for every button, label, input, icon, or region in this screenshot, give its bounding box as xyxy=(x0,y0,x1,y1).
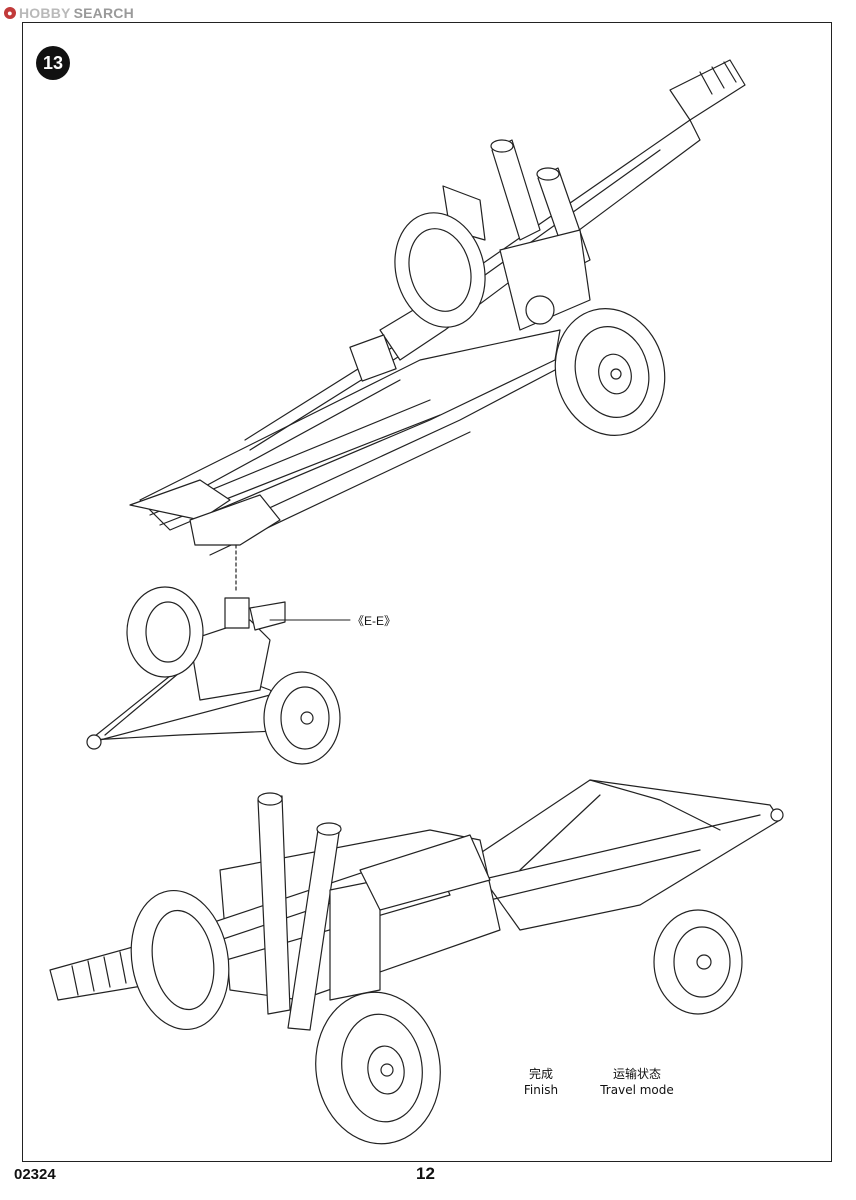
caption-finish-en: Finish xyxy=(523,1083,559,1097)
wheel-icon xyxy=(126,586,204,678)
product-code: 02324 xyxy=(14,1166,56,1183)
howitzer-travel-mode xyxy=(49,779,784,1145)
watermark-logo-icon: ● xyxy=(4,7,16,19)
page-number: 12 xyxy=(416,1164,435,1183)
caption-finish: 完成 Finish xyxy=(508,1066,574,1098)
wheel-icon xyxy=(394,212,486,328)
watermark: ● HOBBY SEARCH xyxy=(4,4,134,22)
wheel-icon xyxy=(263,671,341,765)
caption-travel-mode: 运输状态 Travel mode xyxy=(594,1066,680,1098)
wheel-icon xyxy=(315,991,441,1145)
howitzer-top-view xyxy=(129,59,746,591)
watermark-suffix: SEARCH xyxy=(73,5,134,21)
caption-travel-cn: 运输状态 xyxy=(612,1067,661,1081)
step-number-badge: 13 xyxy=(36,46,70,80)
caption-finish-cn: 完成 xyxy=(528,1067,553,1081)
wheel-icon xyxy=(130,889,230,1031)
watermark-brand: HOBBY xyxy=(19,5,71,21)
limber-assembly xyxy=(86,586,351,765)
callout-label: 《E-E》 xyxy=(352,614,397,628)
wheel-icon xyxy=(554,308,666,436)
caption-travel-en: Travel mode xyxy=(600,1083,674,1097)
page-frame xyxy=(22,22,832,1162)
wheel-icon xyxy=(653,909,743,1015)
